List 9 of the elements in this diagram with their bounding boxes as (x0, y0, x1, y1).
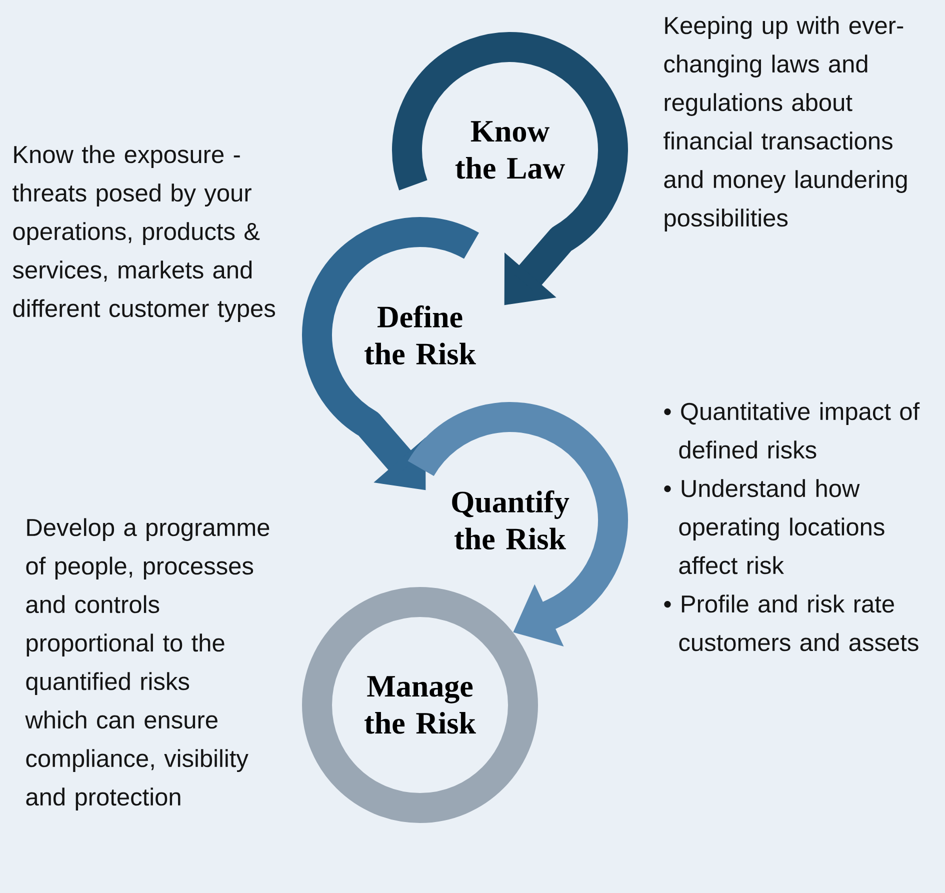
description-text: Keeping up with ever-changing laws and regulations about financial transactions and money laundering possibilities (664, 16, 907, 232)
description-text: Develop a programme of people, processes and controls proportional to the quantified risks which can ensure compliance, visibility and protection (25, 518, 270, 811)
step-label: Define the Risk (364, 305, 476, 365)
step-label: Quantify the Risk (452, 490, 570, 550)
ring: Manage the Risk (302, 586, 538, 823)
curved-arrow (408, 402, 628, 646)
step-label: Know the Law (455, 121, 565, 179)
description-text: Know the exposure - threats posed by your operations, products & services, markets and different customer types (12, 145, 276, 322)
bullet-list: • Quantitative impact of defined risks • Understand how operating locations affect risk • Profile and risk rate customers and assets (664, 402, 920, 652)
